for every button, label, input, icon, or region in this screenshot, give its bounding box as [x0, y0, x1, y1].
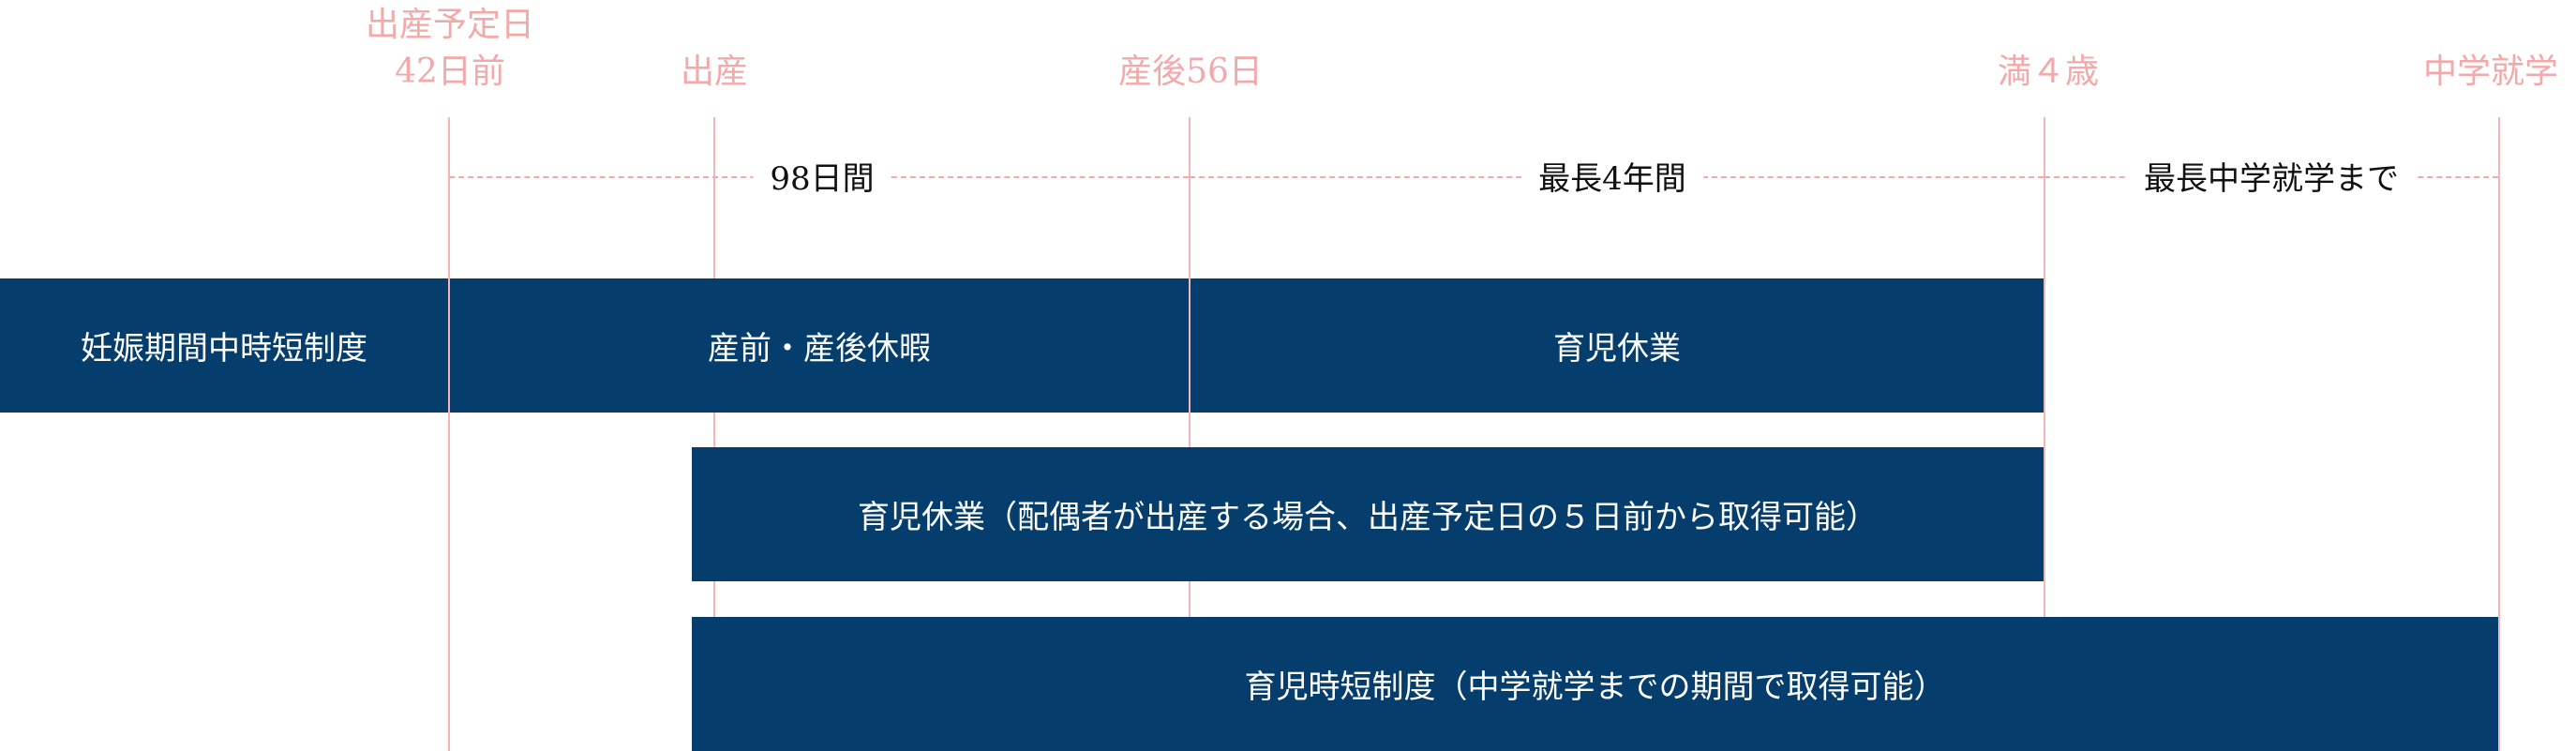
milestone-birth: 出産 — [680, 53, 748, 91]
bar-childcare-short-hours: 育児時短制度（中学就学までの期間で取得可能） — [692, 617, 2498, 751]
milestone-due-minus42-line1: 出産予定日 — [365, 6, 534, 44]
period-label-max4y: 最長4年間 — [1521, 156, 1703, 203]
line-junior-high — [2498, 117, 2500, 751]
milestone-due-minus42: 出産予定日 42日前 — [356, 2, 544, 96]
line-age4 — [2044, 117, 2045, 751]
bar-childcare-leave-spouse-label: 育児休業（配偶者が出産する場合、出産予定日の５日前から取得可能） — [858, 499, 1878, 536]
milestone-junior-high: 中学就学 — [2423, 53, 2559, 91]
bar-childcare-leave: 育児休業 — [1191, 278, 2044, 413]
bar-childcare-short-hours-label: 育児時短制度（中学就学までの期間で取得可能） — [1244, 668, 1946, 706]
bar-childcare-leave-spouse: 育児休業（配偶者が出産する場合、出産予定日の５日前から取得可能） — [692, 447, 2044, 581]
milestone-postpartum56: 産後56日 — [1118, 53, 1263, 91]
milestone-age4: 満４歳 — [1997, 53, 2099, 91]
milestone-due-minus42-line2: 42日前 — [395, 53, 505, 91]
bar-pregnancy-short-hours-label: 妊娠期間中時短制度 — [81, 330, 367, 368]
line-postpartum56 — [1189, 117, 1191, 751]
bar-maternity-leave: 産前・産後休暇 — [450, 278, 1189, 413]
bar-maternity-leave-label: 産前・産後休暇 — [708, 330, 931, 368]
bar-childcare-leave-label: 育児休業 — [1553, 330, 1681, 368]
period-label-until-jhs: 最長中学就学まで — [2127, 156, 2416, 203]
line-birth — [713, 117, 715, 751]
line-due-minus42 — [448, 117, 450, 751]
period-label-98days: 98日間 — [753, 156, 891, 203]
bar-pregnancy-short-hours: 妊娠期間中時短制度 — [0, 278, 448, 413]
